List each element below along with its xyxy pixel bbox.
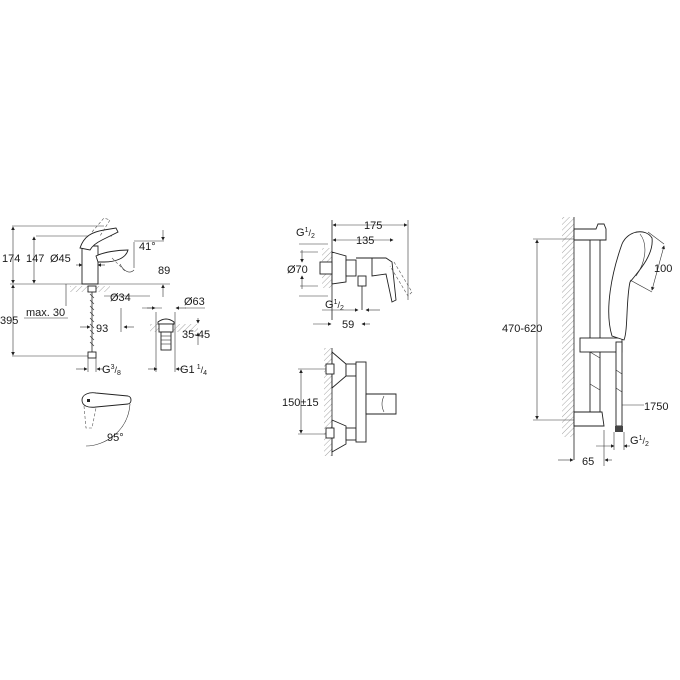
shower-mixer-front-view: 150±15 <box>282 348 397 456</box>
dim-spout-height: 89 <box>158 265 170 277</box>
dim-wall-offset: 65 <box>582 456 594 468</box>
basin-mixer-drawing: 174 147 Ø45 41° 89 Ø34 max. 30 395 93 G3… <box>0 217 170 447</box>
dim-rotation: 95° <box>107 432 124 444</box>
dim-lever-angle: 41° <box>139 241 156 253</box>
shower-mixer-side-view: G1/2 175 135 Ø70 G1/2 59 <box>287 220 413 331</box>
dim-escutcheon: Ø70 <box>287 264 308 276</box>
dim-inlet: G1/2 <box>296 227 315 240</box>
dim-deck-range: 35-45 <box>182 329 210 341</box>
basin-mixer-top-view: 95° <box>81 392 132 447</box>
dim-below-deck: 395 <box>0 315 18 327</box>
dim-connection: G3/8 <box>102 364 121 377</box>
dim-height-spout: 147 <box>26 253 44 265</box>
dim-hole-diameter: Ø34 <box>110 292 131 304</box>
dim-width-total: 175 <box>364 220 382 232</box>
basin-mixer-body <box>79 217 129 285</box>
dim-height-total: 174 <box>2 253 20 265</box>
dim-reach: 93 <box>96 323 108 335</box>
shower-rail-drawing: 100 470-620 1750 G1/2 65 <box>502 217 672 468</box>
dim-rail-height: 470-620 <box>502 323 542 335</box>
dim-outlet-offset: 59 <box>342 319 354 331</box>
dim-rail-connection: G1/2 <box>630 435 649 448</box>
dim-waste-diameter: Ø63 <box>184 296 205 308</box>
dim-max-deck: max. 30 <box>26 307 65 319</box>
dim-centres: 150±15 <box>282 397 319 409</box>
dim-handshower-diameter: 100 <box>654 263 672 275</box>
dim-body-diameter: Ø45 <box>50 253 71 265</box>
dim-width-body: 135 <box>356 235 374 247</box>
dim-outlet: G1/2 <box>325 299 344 312</box>
dim-hose-length: 1750 <box>644 401 668 413</box>
